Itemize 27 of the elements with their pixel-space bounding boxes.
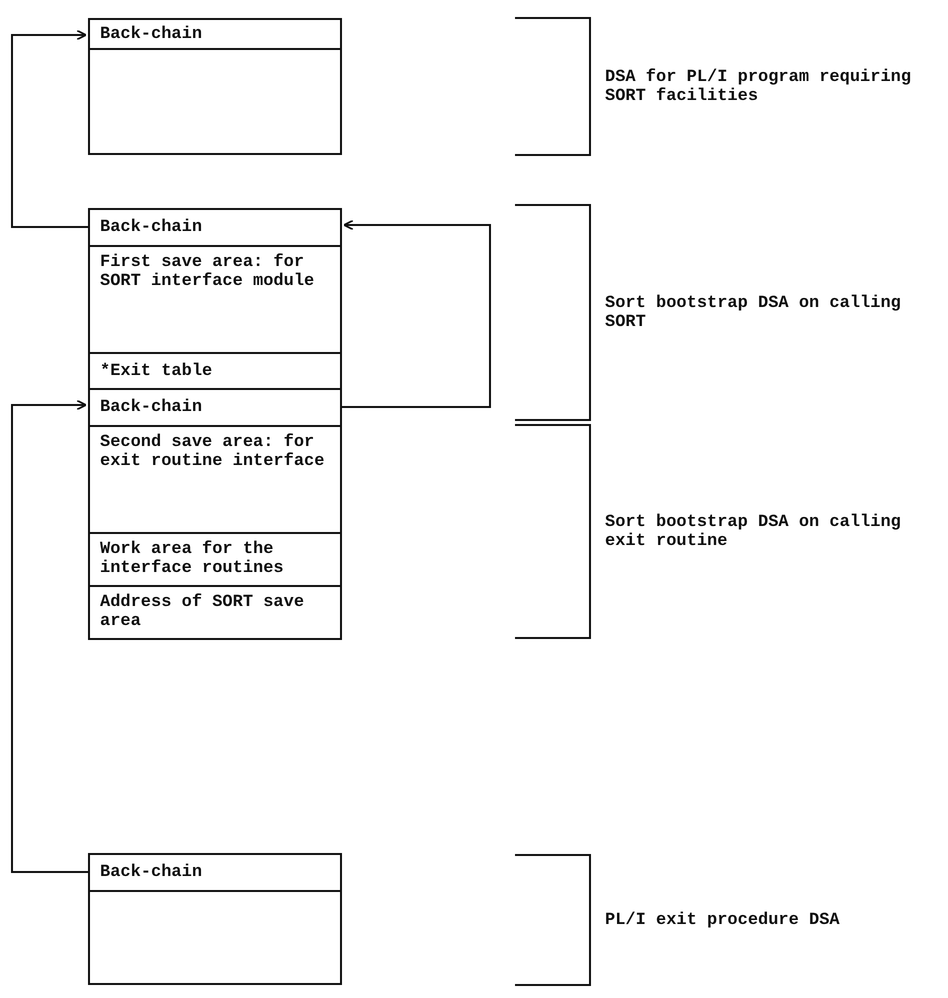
empty-memory-cell [88,48,342,155]
arrow [11,400,88,873]
memory-cell [88,585,342,640]
cell-text: Back-chain [100,24,202,44]
arrow [342,220,491,408]
bracket-label: DSA for PL/I program requiring SORT facilities [605,68,912,106]
memory-cell [88,18,342,50]
bracket-label: PL/I exit procedure DSA [605,910,841,930]
bracket-label: Sort bootstrap DSA on calling SORT [605,294,902,332]
bracket-label: Sort bootstrap DSA on calling exit routine [605,512,902,550]
memory-cell [88,245,342,354]
cell-text: Back-chain [100,218,202,237]
arrow [11,30,88,228]
cell-text: *Exit table [100,362,212,380]
cell-text: Back-chain [100,863,202,882]
memory-cell [88,532,342,587]
cell-text: Back-chain [100,398,202,417]
cell-text: Address of SORT save area [100,593,304,631]
cell-text: Second save area: for exit routine interface [100,433,324,471]
empty-memory-cell [88,890,342,985]
cell-text: Work area for the interface routines [100,540,284,578]
memory-cell [88,352,342,390]
cell-text: First save area: for SORT interface module [100,253,314,291]
memory-cell [88,425,342,534]
memory-cell [88,388,342,427]
memory-cell [88,208,342,247]
memory-cell [88,853,342,892]
